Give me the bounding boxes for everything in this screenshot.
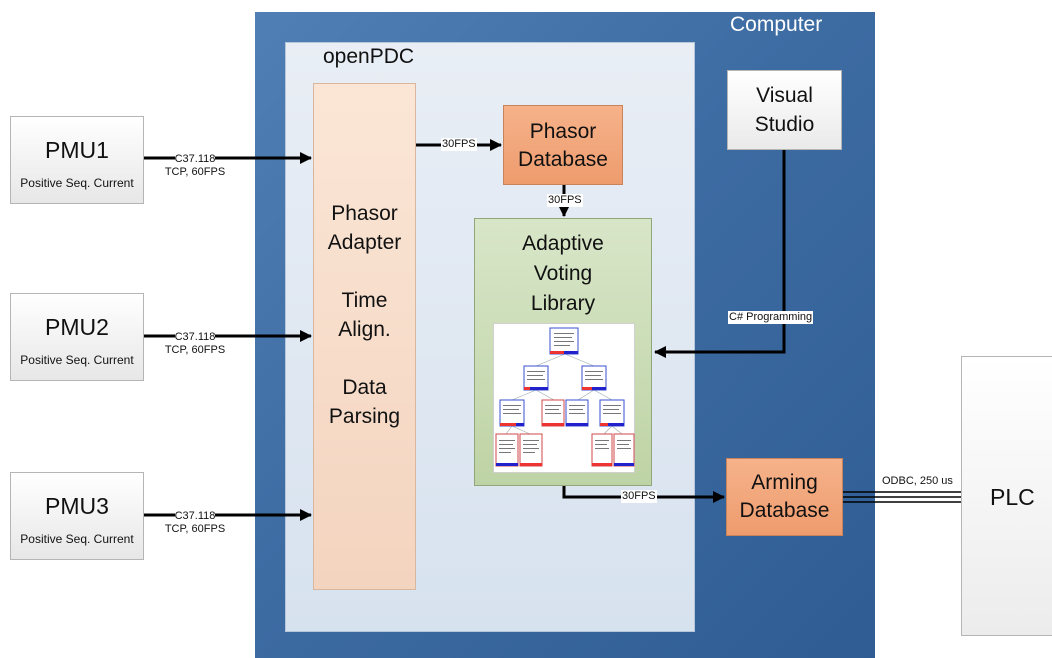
adapter-line-6	[314, 344, 415, 373]
voting-line-2: Voting	[533, 262, 593, 285]
arming-db-line-2: Database	[739, 499, 830, 522]
pmu2-subtitle: Positive Seq. Current	[20, 353, 134, 367]
pmu1-link-label: C37.118 TCP, 60FPS	[150, 153, 240, 179]
plc-label: PLC	[990, 484, 1035, 510]
pmu3-box: PMU3 Positive Seq. Current	[10, 472, 144, 560]
pmu1-transport: TCP, 60FPS	[164, 166, 226, 178]
decision-tree-graphic	[495, 327, 635, 467]
pmu2-protocol: C37.118	[174, 331, 216, 344]
pmu2-box: PMU2 Positive Seq. Current	[10, 293, 144, 381]
pmu1-protocol: C37.118	[174, 153, 216, 166]
pmu2-name: PMU2	[45, 314, 109, 340]
visual-studio-line-2: Studio	[754, 113, 815, 136]
visual-studio-line-1: Visual	[756, 84, 813, 107]
pmu2-transport: TCP, 60FPS	[164, 344, 226, 356]
pmu1-subtitle: Positive Seq. Current	[20, 176, 134, 190]
pmu1-box: PMU1 Positive Seq. Current	[10, 116, 144, 204]
voting-line-3: Library	[530, 292, 596, 315]
decision-tree-image	[493, 323, 635, 473]
openpdc-label: openPDC	[323, 45, 415, 68]
vs-to-voting-label: C# Programming	[728, 311, 814, 324]
phasor-database-block: Phasor Database	[503, 105, 623, 185]
arming-to-plc-label: ODBC, 250 us	[882, 475, 953, 487]
arming-db-line-1: Arming	[751, 471, 818, 494]
phasor-db-line-1: Phasor	[529, 120, 597, 143]
adapter-line-2: Adapter	[327, 231, 402, 254]
pmu2-link-label: C37.118 TCP, 60FPS	[150, 331, 240, 357]
adapter-line-4: Time	[341, 289, 388, 312]
voting-to-arming-arrow	[562, 486, 725, 503]
vs-to-voting-arrow	[654, 150, 786, 358]
phasor-adapter-block: Phasor Adapter Time Align. Data Parsing	[313, 83, 416, 590]
computer-label: Computer	[730, 13, 823, 36]
adapter-line-1: Phasor	[331, 202, 398, 225]
adapter-line-5: Align.	[338, 318, 391, 341]
visual-studio-block: Visual Studio	[727, 70, 842, 150]
adapter-line-3	[314, 257, 415, 286]
phasor-db-line-2: Database	[518, 148, 608, 171]
pmu3-link-label: C37.118 TCP, 60FPS	[150, 510, 240, 536]
voting-to-arming-label: 30FPS	[621, 490, 657, 503]
plc-block	[961, 356, 1052, 636]
pmu1-name: PMU1	[45, 137, 109, 163]
pmu3-name: PMU3	[45, 493, 109, 519]
pmu3-transport: TCP, 60FPS	[164, 523, 226, 535]
adapter-line-7: Data	[342, 376, 387, 399]
voting-line-1: Adaptive	[522, 232, 604, 255]
arming-database-block: Arming Database	[726, 458, 843, 536]
adapter-line-8: Parsing	[328, 405, 401, 428]
pmu3-protocol: C37.118	[174, 510, 216, 523]
db-to-voting-label: 30FPS	[547, 194, 583, 207]
pmu3-subtitle: Positive Seq. Current	[20, 532, 134, 546]
adapter-to-db-label: 30FPS	[441, 138, 477, 151]
